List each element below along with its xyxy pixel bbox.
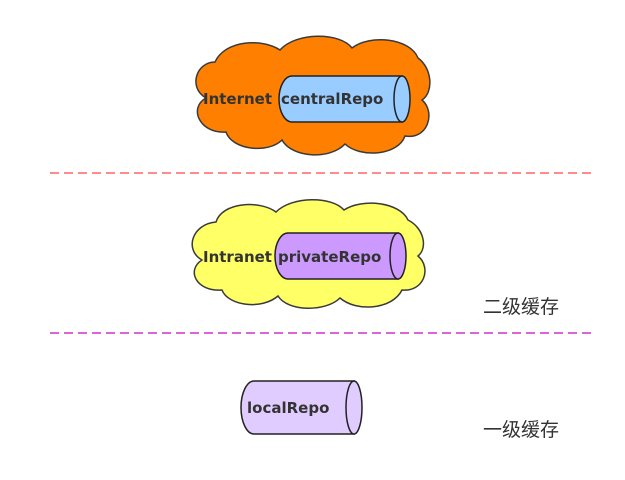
- intranet-label: Intranet: [203, 248, 272, 266]
- private-repo-cylinder: [274, 232, 407, 280]
- central-repo-label: centralRepo: [281, 90, 383, 108]
- level1-cache-label: 一级缓存: [483, 419, 559, 441]
- internet-label: Internet: [203, 90, 272, 108]
- local-repo-label: localRepo: [247, 399, 329, 417]
- central-repo-cylinder: [278, 75, 411, 123]
- local-repo-cylinder: [240, 380, 363, 435]
- level2-cache-label: 二级缓存: [483, 296, 559, 318]
- private-repo-label: privateRepo: [278, 248, 381, 266]
